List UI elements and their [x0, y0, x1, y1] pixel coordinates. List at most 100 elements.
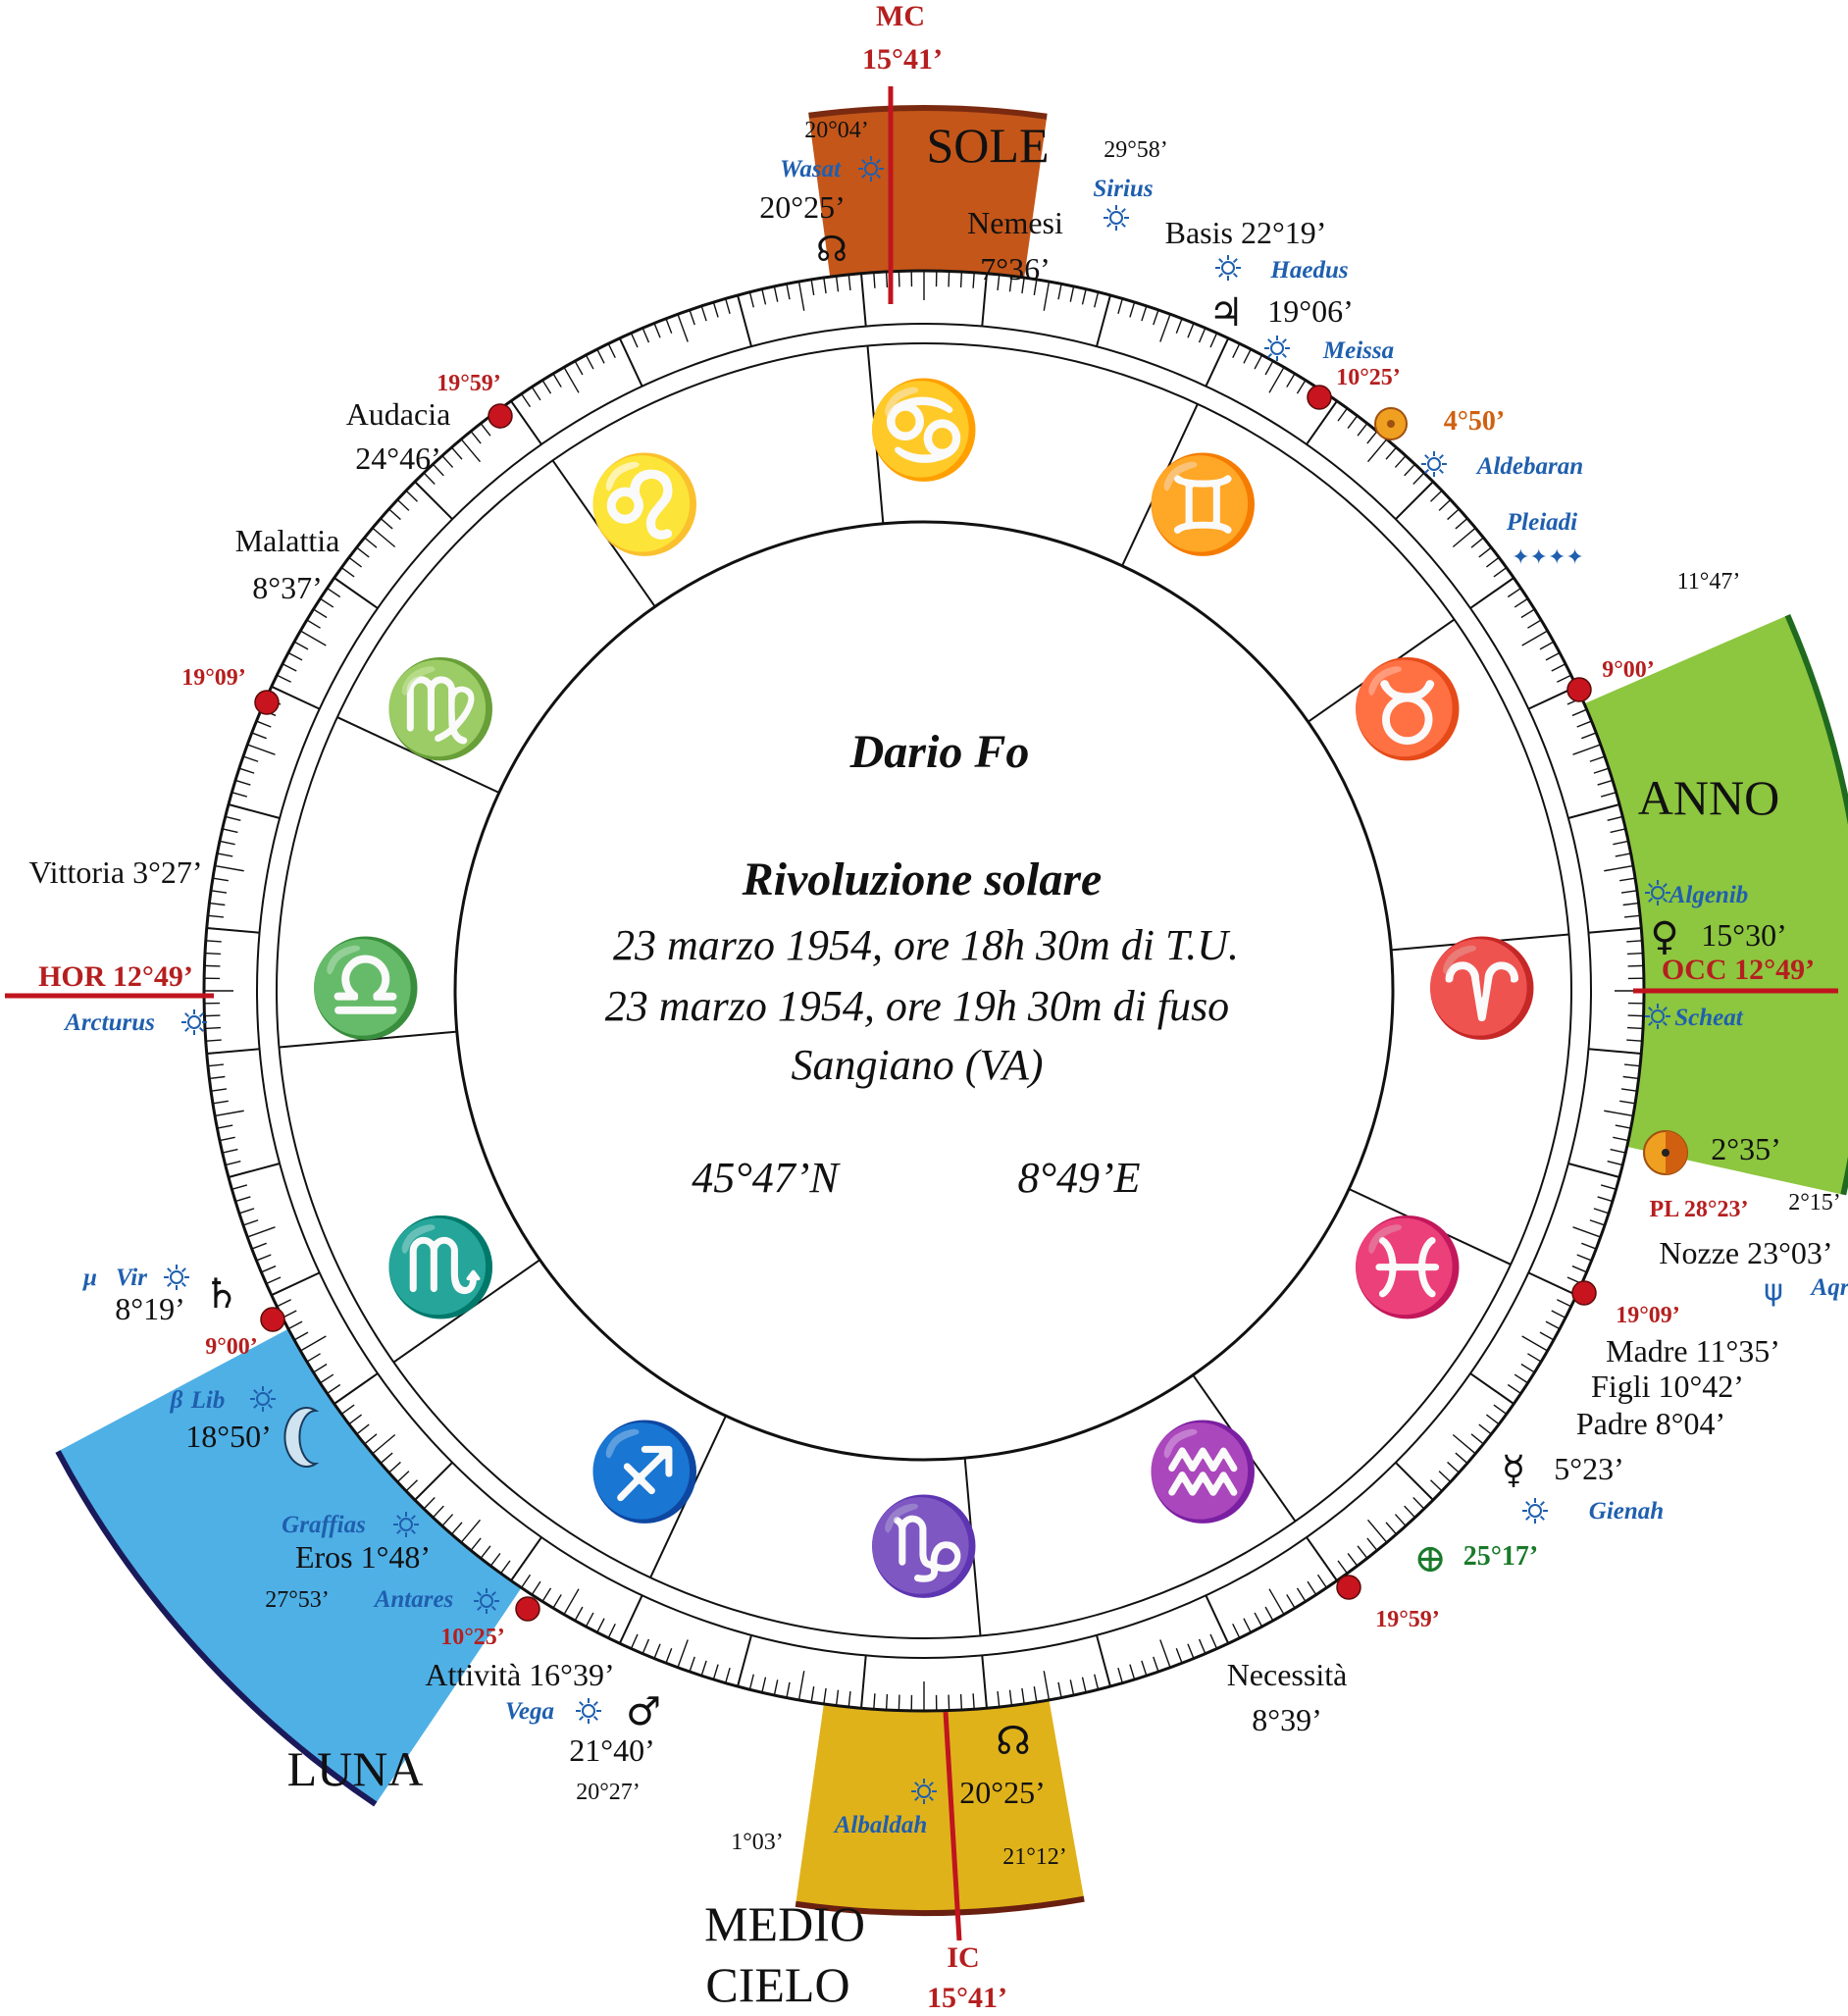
- meissa-star: Meissa: [1322, 337, 1394, 364]
- degree-tick: [1268, 366, 1285, 393]
- sign-divider: [1121, 403, 1199, 567]
- degree-tick: [460, 439, 482, 463]
- degree-tick: [1455, 517, 1468, 530]
- capricorn-icon: ♑: [865, 1493, 983, 1599]
- degree-tick: [1557, 1299, 1572, 1308]
- degree-tick: [1296, 1587, 1307, 1602]
- degree-tick: [1527, 1271, 1577, 1297]
- degree-tick: [689, 1656, 695, 1673]
- anno-sector-rim: [1784, 614, 1848, 1196]
- degree-tick: [1613, 1136, 1629, 1142]
- node2-icon: ☊: [996, 1719, 1031, 1764]
- degree-tick: [1033, 279, 1038, 295]
- degree-tick: [1141, 1660, 1148, 1677]
- degree-tick: [1394, 455, 1407, 468]
- degree-tick: [1597, 779, 1614, 786]
- luna-right-deg: 20°27’: [576, 1780, 641, 1805]
- degree-tick: [1357, 1545, 1368, 1559]
- degree-tick: [823, 1687, 827, 1704]
- red-900b-label: 9°00’: [205, 1334, 258, 1360]
- degree-tick: [725, 1667, 731, 1683]
- degree-tick: [320, 1373, 334, 1384]
- gienah-star-icon: [1522, 1498, 1548, 1524]
- degree-tick: [835, 1689, 840, 1706]
- degree-tick: [860, 273, 867, 327]
- degree-tick: [1557, 674, 1572, 683]
- degree-tick: [1613, 840, 1629, 846]
- degree-tick: [1043, 1671, 1051, 1700]
- degree-tick: [1622, 902, 1639, 906]
- degree-tick: [873, 272, 876, 288]
- degree-tick: [1520, 1363, 1535, 1373]
- degree-tick: [380, 517, 393, 530]
- moon-icon: [283, 1407, 320, 1468]
- degree-tick: [1551, 1310, 1566, 1318]
- degree-tick: [585, 354, 594, 370]
- scheat-star: Scheat: [1674, 1005, 1744, 1031]
- degree-tick: [293, 1331, 309, 1341]
- inner-ring: [453, 520, 1395, 1462]
- degree-tick: [251, 1242, 267, 1250]
- degree-tick: [217, 853, 233, 857]
- degree-tick: [364, 537, 378, 548]
- degree-tick: [1622, 1075, 1639, 1080]
- degree-tick: [748, 1674, 754, 1690]
- degree-tick: [689, 309, 695, 326]
- degree-tick: [642, 328, 650, 343]
- degree-tick: [234, 1196, 251, 1203]
- degree-tick: [450, 446, 463, 460]
- degree-tick: [1094, 1674, 1100, 1690]
- sole-right-deg: 29°58’: [1104, 137, 1168, 163]
- degree-tick: [372, 527, 396, 548]
- degree-tick: [207, 914, 225, 918]
- degree-tick: [348, 1414, 363, 1425]
- degree-tick: [432, 463, 444, 477]
- degree-tick: [981, 1655, 988, 1709]
- degree-tick: [1094, 291, 1100, 308]
- degree-tick: [1021, 278, 1025, 294]
- vir-star-icon: [164, 1265, 189, 1290]
- degree-tick: [1069, 285, 1075, 302]
- degree-tick: [1527, 1353, 1542, 1363]
- degree-tick: [1626, 952, 1644, 956]
- medio-label-1: MEDIO: [704, 1896, 865, 1951]
- saturn-degree: 8°19’: [115, 1291, 184, 1326]
- red-dot-1959: [1336, 1575, 1361, 1600]
- degree-tick: [460, 1519, 482, 1543]
- audacia-label: Audacia: [346, 396, 451, 432]
- degree-tick: [1081, 288, 1087, 305]
- degree-tick: [211, 1088, 228, 1092]
- degree-tick: [1366, 439, 1388, 463]
- degree-tick: [1626, 1026, 1644, 1030]
- degree-tick: [773, 285, 779, 302]
- degree-tick: [797, 1671, 805, 1700]
- degree-tick: [1572, 1226, 1601, 1238]
- degree-tick: [313, 1363, 328, 1373]
- degree-tick: [1096, 294, 1111, 347]
- degree-tick: [1129, 1664, 1136, 1680]
- degree-tick: [364, 1433, 378, 1445]
- degree-tick: [607, 342, 616, 358]
- aqr-star: Aqr: [1810, 1274, 1848, 1301]
- wasat-star: Wasat: [780, 156, 842, 182]
- graffias-star-icon: [393, 1512, 419, 1537]
- chart-longitude: 8°49’E: [1017, 1154, 1140, 1202]
- mu-label: μ: [81, 1265, 97, 1291]
- degree-tick: [1316, 1574, 1328, 1588]
- degree-tick: [256, 1254, 272, 1262]
- degree-tick: [1096, 1634, 1111, 1687]
- sole-sector: [808, 107, 1048, 279]
- degree-tick: [388, 508, 401, 521]
- degree-tick: [574, 1606, 584, 1622]
- degree-tick: [209, 1075, 226, 1080]
- degree-tick: [340, 566, 355, 578]
- degree-tick: [1198, 328, 1206, 343]
- degree-tick: [1008, 1689, 1013, 1706]
- degree-tick: [847, 1690, 851, 1708]
- degree-tick: [630, 1633, 639, 1649]
- padre-label: Padre 8°04’: [1576, 1406, 1725, 1441]
- degree-tick: [761, 288, 767, 305]
- mars-degree: 21°40’: [569, 1732, 654, 1768]
- degree-tick: [1159, 1639, 1171, 1668]
- libra-icon: ♎: [307, 935, 425, 1041]
